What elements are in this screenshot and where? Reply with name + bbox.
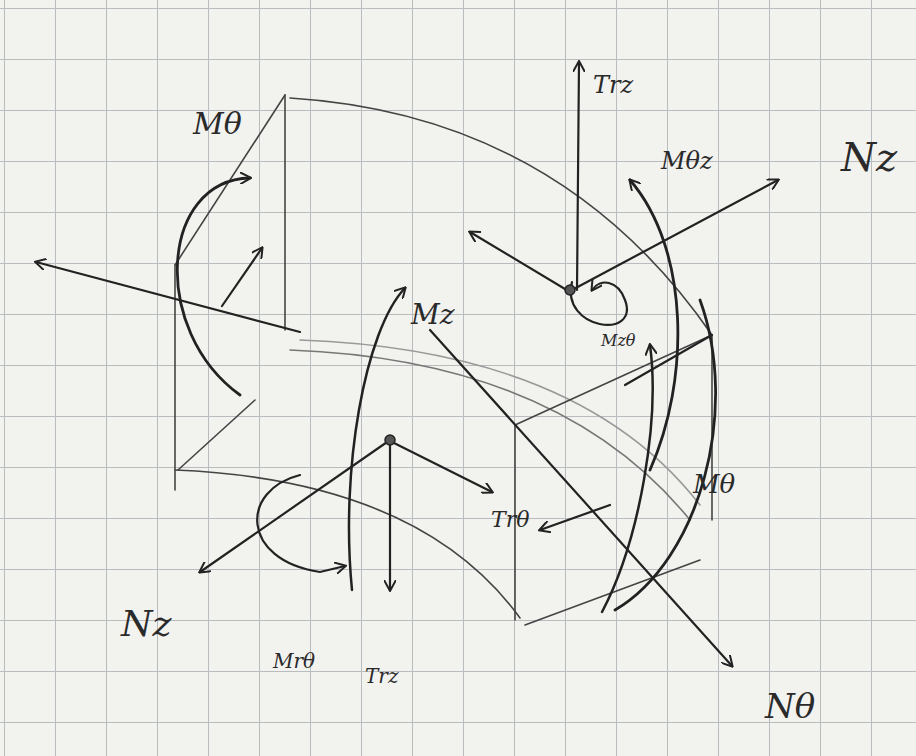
moment-label: Mθz [658,148,716,174]
force-label: Nθ [762,688,818,724]
moment-label: Mrθ [270,650,318,672]
force-label: Trz [362,665,401,687]
moment-label: Mz [408,300,457,330]
moment-label: Mθ [190,108,245,140]
force-label: Nz [838,136,900,178]
force-label: Nz [118,605,174,643]
moment-label: Mzθ [598,332,638,350]
moment-label: Mθ [690,470,738,498]
force-label: Trz [590,72,636,98]
force-label: Trθ [488,508,532,532]
